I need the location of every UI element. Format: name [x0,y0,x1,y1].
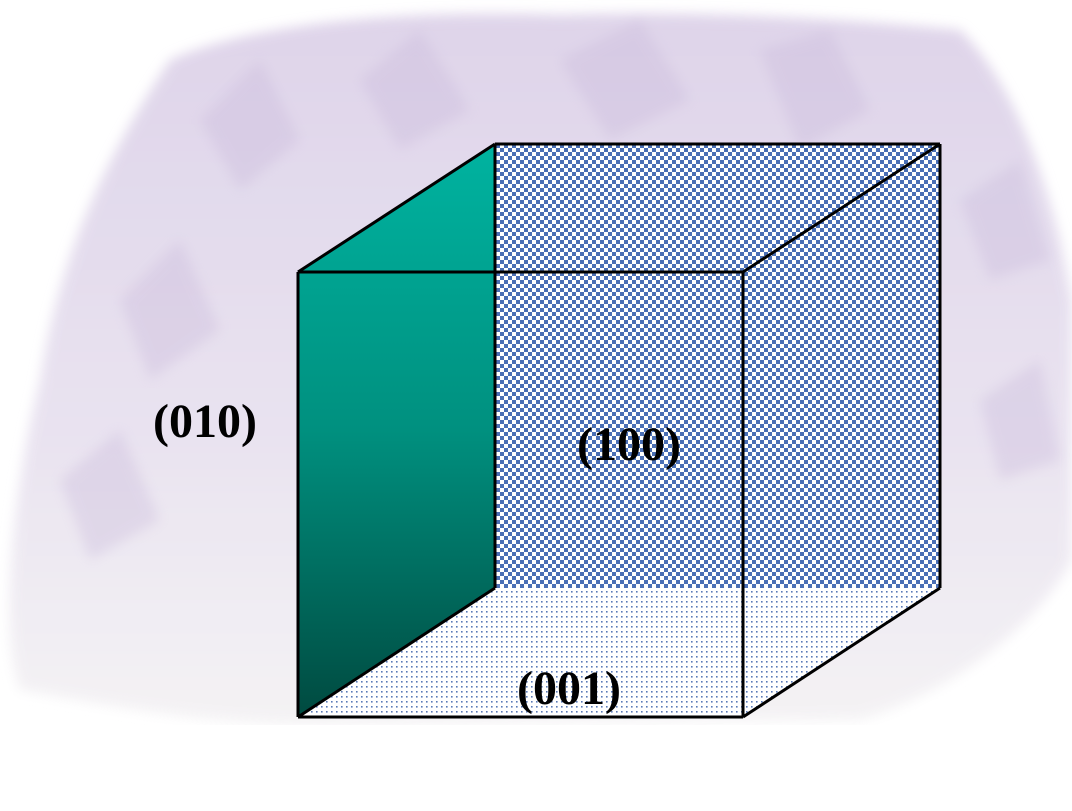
label-face-100: (100) [577,418,681,471]
cube-edges [296,142,942,719]
face-right [743,144,940,717]
label-face-010: (010) [153,395,257,448]
face-010 [298,144,495,717]
face-001 [298,588,940,717]
label-face-001: (001) [517,662,621,715]
